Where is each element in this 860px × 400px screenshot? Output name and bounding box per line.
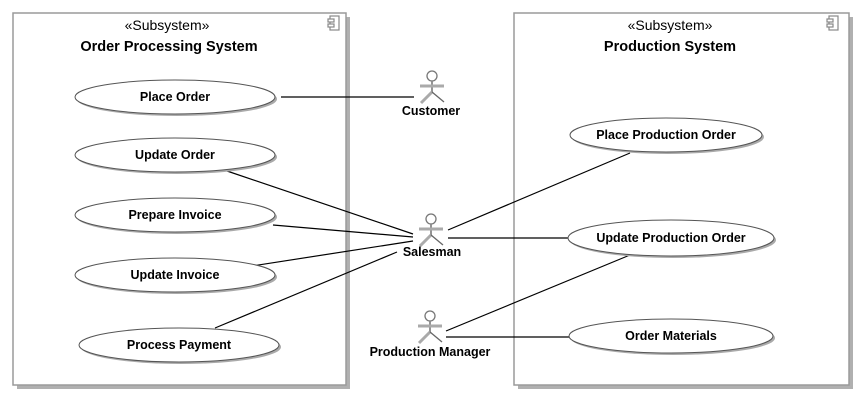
actor-salesman[interactable]: Salesman (403, 212, 461, 259)
association-line (251, 240, 414, 267)
association-line (445, 254, 631, 332)
association-line (272, 224, 414, 238)
subsystem-stereotype: «Subsystem» (628, 17, 713, 33)
actor-label: Production Manager (370, 345, 491, 359)
use-case-process-payment[interactable]: Process Payment (78, 327, 281, 364)
actor-stick-figure-icon (417, 212, 445, 248)
use-case-label: Place Production Order (596, 128, 736, 142)
actor-customer[interactable]: Customer (402, 69, 460, 118)
subsystem-title: Order Processing System (80, 39, 257, 55)
use-case-label: Prepare Invoice (128, 208, 221, 222)
association-line (214, 251, 398, 329)
use-case-label: Update Production Order (596, 231, 745, 245)
use-case-label: Update Invoice (131, 268, 220, 282)
use-case-label: Update Order (135, 148, 215, 162)
association-line (226, 170, 414, 235)
associations (214, 96, 631, 338)
use-case-update-order[interactable]: Update Order (74, 137, 277, 174)
use-case-place-order[interactable]: Place Order (74, 79, 277, 116)
use-case-update-production-order[interactable]: Update Production Order (567, 219, 776, 258)
actor-label: Customer (402, 104, 460, 118)
use-case-place-production-order[interactable]: Place Production Order (569, 117, 764, 154)
actor-production-manager[interactable]: Production Manager (370, 309, 491, 359)
actor-stick-figure-icon (418, 69, 446, 105)
use-case-label: Process Payment (127, 338, 232, 352)
subsystem-title: Production System (604, 39, 736, 55)
use-case-label: Place Order (140, 90, 210, 104)
use-case-label: Order Materials (625, 329, 717, 343)
subsystem-stereotype: «Subsystem» (125, 17, 210, 33)
actor-stick-figure-icon (416, 309, 444, 345)
use-case-order-materials[interactable]: Order Materials (568, 318, 775, 355)
component-icon (327, 15, 340, 31)
use-case-update-invoice[interactable]: Update Invoice (74, 257, 277, 294)
association-line (447, 152, 631, 231)
actor-label: Salesman (403, 245, 461, 259)
component-icon (826, 15, 839, 31)
use-case-prepare-invoice[interactable]: Prepare Invoice (74, 197, 277, 234)
